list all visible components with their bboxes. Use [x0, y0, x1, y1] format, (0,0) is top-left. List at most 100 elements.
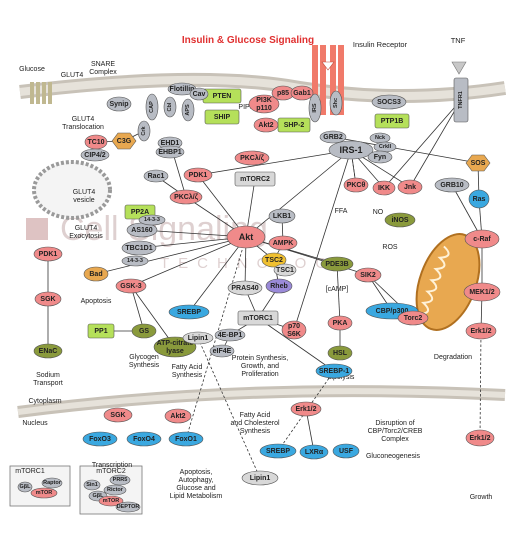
node-mtorc1: mTORC1	[237, 310, 279, 326]
node-erk12c: Erk1/2	[290, 401, 322, 417]
label-glut4-top: GLUT4	[61, 72, 84, 79]
node-tsc1: TSC1	[273, 263, 297, 277]
node-label: Erk1/2	[295, 406, 316, 413]
node-label: TC10	[87, 139, 104, 146]
node-label: SREBP-1	[319, 368, 349, 375]
node-sos: SOS	[465, 154, 491, 172]
node-label: USF	[339, 448, 354, 455]
node-akt: Akt	[226, 225, 266, 249]
node-label: SIK2	[360, 272, 376, 279]
edge-akt-to-srebp_a	[188, 236, 247, 313]
node-label: TSC1	[276, 267, 294, 274]
node-craf: c-Raf	[464, 229, 500, 249]
node-label: SREBP	[266, 448, 290, 455]
node-bad: Bad	[83, 266, 109, 282]
node-m2-mtor: mTOR	[98, 495, 124, 507]
node-label: TSC2	[265, 257, 283, 264]
node-label: Erk1/2	[470, 328, 491, 335]
node-label: Erk1/2	[469, 435, 490, 442]
plasma-membrane	[19, 72, 507, 103]
node-label: Sin1	[86, 482, 98, 488]
node-tnfr1: TNFR1	[453, 77, 469, 123]
node-label: FoxO1	[175, 436, 197, 443]
node-label: PKCθ	[347, 182, 366, 189]
node-label: LXRα	[305, 449, 324, 456]
node-label: Ras	[473, 196, 486, 203]
node-pkclz-b: PKCλ/ζ	[169, 189, 203, 205]
node-label: Lipin1	[250, 475, 271, 482]
node-label: p85	[277, 90, 289, 97]
node-label: AMPK	[273, 240, 294, 247]
node-label: iNOS	[391, 217, 408, 224]
node-label: DEPTOR	[117, 504, 140, 510]
node-label: IKK	[378, 185, 390, 192]
node-label: IRS	[312, 103, 318, 113]
node-ebp1: 4E-BP1	[214, 328, 246, 342]
node-irs1: IRS-1	[328, 140, 374, 160]
label-mtorc1-box: mTORC1	[15, 468, 45, 475]
node-m1-mtor: mTOR	[30, 487, 58, 499]
node-label: FoxO4	[133, 436, 155, 443]
node-label: IRS-1	[339, 145, 362, 155]
node-erk12a: Erk1/2	[465, 322, 497, 340]
node-label: PRAS40	[231, 285, 258, 292]
node-lipin1a: Lipin1	[182, 331, 214, 345]
node-mtorc2: mTORC2	[234, 171, 276, 187]
node-mek12: MEK1/2	[463, 282, 501, 302]
node-lkb1: LKB1	[268, 208, 296, 224]
label-apoptosis1: Apoptosis	[81, 298, 112, 305]
node-label: AS160	[131, 227, 153, 234]
edge-p70s6k-to-irs1	[293, 149, 352, 331]
label-mtorc2-box: mTORC2	[96, 468, 126, 475]
node-cap: CAP	[145, 93, 159, 121]
node-label: PKCλ/ζ	[174, 193, 199, 201]
tnf-ligand	[451, 61, 467, 75]
node-sgk-a: SGK	[34, 291, 62, 307]
glut4-vesicle	[32, 160, 112, 220]
node-label: CBP/p300	[376, 308, 409, 315]
node-nck: Nck	[369, 132, 391, 144]
node-pkclz-a: PKCλ/ζ	[234, 150, 270, 166]
node-usf: USF	[332, 443, 360, 459]
edge-erk12a-to-erk12b	[479, 330, 482, 439]
node-cbl: Cbl	[163, 96, 177, 118]
node-aps: APS	[181, 98, 195, 122]
node-label: Lipin1	[188, 335, 209, 342]
node-foxo1: FoxO1	[168, 431, 204, 447]
node-label: GβL	[93, 493, 105, 499]
node-label: mTOR	[36, 490, 52, 496]
node-label: Rac1	[148, 173, 165, 180]
label-glucose: Glucose	[19, 66, 45, 73]
node-label: GRB2	[323, 134, 343, 141]
node-label: Nck	[375, 135, 386, 141]
node-label: SOS	[471, 160, 486, 167]
label-growth: Growth	[470, 494, 493, 501]
node-label: 14-3-3	[127, 258, 143, 264]
node-label: Rictor	[107, 487, 124, 493]
node-label: Rheb	[270, 283, 288, 290]
node-socs3: SOCS3	[371, 94, 407, 110]
node-akt2-top: Akt2	[253, 117, 279, 133]
edge-akt-to-bad	[95, 236, 247, 275]
node-pdk1b: PDK1	[33, 246, 63, 262]
node-label: PTEN	[213, 93, 232, 100]
node-tbc1d1: TBC1D1	[121, 240, 157, 256]
node-ship: SHIP	[204, 109, 240, 125]
edge-gsk3-to-gs	[130, 285, 145, 332]
node-label: GβL	[20, 484, 32, 490]
node-m2-rictor: Rictor	[103, 484, 127, 496]
label-transcription: Transcription	[92, 462, 132, 469]
node-irs: IRS	[308, 93, 322, 123]
node-tc10: TC10	[84, 134, 108, 150]
node-pde3b: PDE3B	[320, 256, 354, 272]
node-label: Shc	[333, 98, 339, 108]
